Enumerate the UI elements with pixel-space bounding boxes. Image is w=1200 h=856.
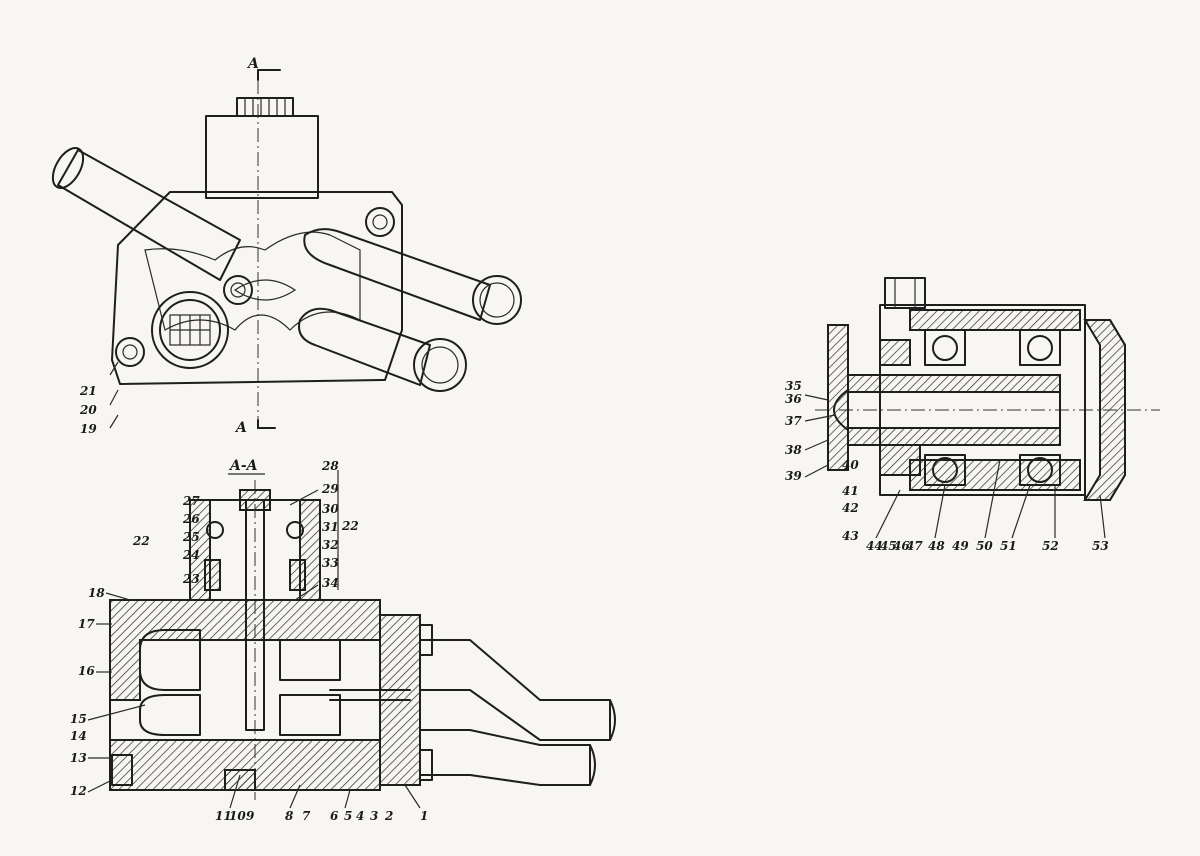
outlet-pipe-section-lower: [419, 729, 591, 786]
section-title: A-A: [228, 458, 258, 474]
svg-text:32: 32: [322, 538, 339, 552]
svg-text:5: 5: [344, 809, 352, 823]
svg-text:29: 29: [321, 482, 339, 496]
svg-text:3: 3: [370, 809, 378, 823]
svg-text:15: 15: [70, 712, 87, 726]
outlet-pipe-section-upper: [419, 639, 611, 741]
hub-assembly: 35 36 37 38 39 40 41 42 43 44 45 46 47 4…: [785, 277, 1160, 553]
svg-text:34: 34: [322, 576, 339, 590]
svg-text:45: 45: [880, 539, 897, 553]
svg-text:46: 46: [893, 539, 910, 553]
svg-text:35: 35: [785, 379, 802, 393]
svg-text:33: 33: [322, 556, 339, 570]
svg-text:4: 4: [356, 809, 364, 823]
svg-text:31: 31: [322, 520, 339, 534]
section-view: A-A: [70, 458, 616, 823]
svg-text:24: 24: [182, 548, 200, 562]
svg-text:18: 18: [88, 586, 105, 600]
bearing-port-icon: [151, 291, 229, 369]
svg-text:6: 6: [330, 809, 339, 823]
svg-text:8: 8: [285, 809, 294, 823]
hub-left-callouts: 35 36 37 38 39 40 41 42 43: [785, 379, 859, 543]
section-mark-bottom-letter: A: [234, 420, 247, 436]
svg-text:11: 11: [215, 809, 232, 823]
svg-text:28: 28: [321, 459, 339, 473]
svg-text:50: 50: [976, 539, 993, 553]
svg-text:2: 2: [384, 809, 393, 823]
svg-text:13: 13: [70, 751, 87, 765]
top-view: A: [51, 56, 522, 436]
gear-icon: [236, 97, 294, 117]
section-mark-bottom: A: [234, 419, 276, 436]
section-mark-top: A: [246, 56, 281, 81]
svg-text:51: 51: [1000, 539, 1017, 553]
svg-text:26: 26: [182, 512, 200, 526]
callout-21: 21: [79, 384, 97, 398]
section-right-callouts: 28 29 30 31 32 33 34 22: [321, 459, 359, 590]
pump-body-plan: [111, 191, 403, 385]
svg-text:36: 36: [785, 392, 802, 406]
svg-text:12: 12: [70, 784, 87, 798]
callout-20: 20: [79, 403, 97, 417]
section-mark-top-letter: A: [246, 56, 259, 72]
top-cylinder: [205, 115, 319, 199]
svg-text:49: 49: [952, 539, 969, 553]
callout-19: 19: [80, 422, 97, 436]
inlet-pipe: [57, 149, 241, 281]
ball-bearing-icon: [924, 329, 1061, 486]
section-left-callouts: 27 26 25 24 23 22 18 17 16 15 14 13 12: [70, 494, 200, 798]
svg-text:47: 47: [906, 539, 923, 553]
svg-text:27: 27: [182, 494, 200, 508]
svg-text:22: 22: [341, 519, 359, 533]
svg-text:30: 30: [322, 502, 339, 516]
svg-text:38: 38: [785, 443, 802, 457]
svg-text:42: 42: [842, 501, 859, 515]
svg-text:39: 39: [785, 469, 802, 483]
svg-text:37: 37: [785, 414, 802, 428]
svg-text:22: 22: [132, 534, 150, 548]
bolt-icon: [884, 277, 926, 309]
svg-text:17: 17: [78, 617, 95, 631]
hub-bottom-callouts: 44 45 46 47 48 49 50 51 52 53: [866, 539, 1109, 553]
svg-text:9: 9: [246, 809, 255, 823]
svg-text:10: 10: [229, 809, 246, 823]
svg-text:23: 23: [182, 572, 200, 586]
svg-text:52: 52: [1042, 539, 1059, 553]
svg-text:48: 48: [928, 539, 945, 553]
outlet-pipe-lower: [298, 307, 431, 386]
svg-text:7: 7: [302, 809, 311, 823]
svg-text:16: 16: [78, 664, 95, 678]
svg-text:53: 53: [1092, 539, 1109, 553]
svg-text:25: 25: [182, 530, 200, 544]
svg-text:1: 1: [420, 809, 428, 823]
svg-text:44: 44: [866, 539, 883, 553]
svg-text:43: 43: [842, 529, 859, 543]
svg-text:14: 14: [70, 729, 87, 743]
section-bottom-callouts: 11 10 9 8 7 6 5 4 3 2 1: [215, 809, 428, 823]
outlet-pipe-upper: [303, 228, 491, 321]
svg-text:40: 40: [842, 458, 859, 472]
svg-text:41: 41: [842, 484, 859, 498]
